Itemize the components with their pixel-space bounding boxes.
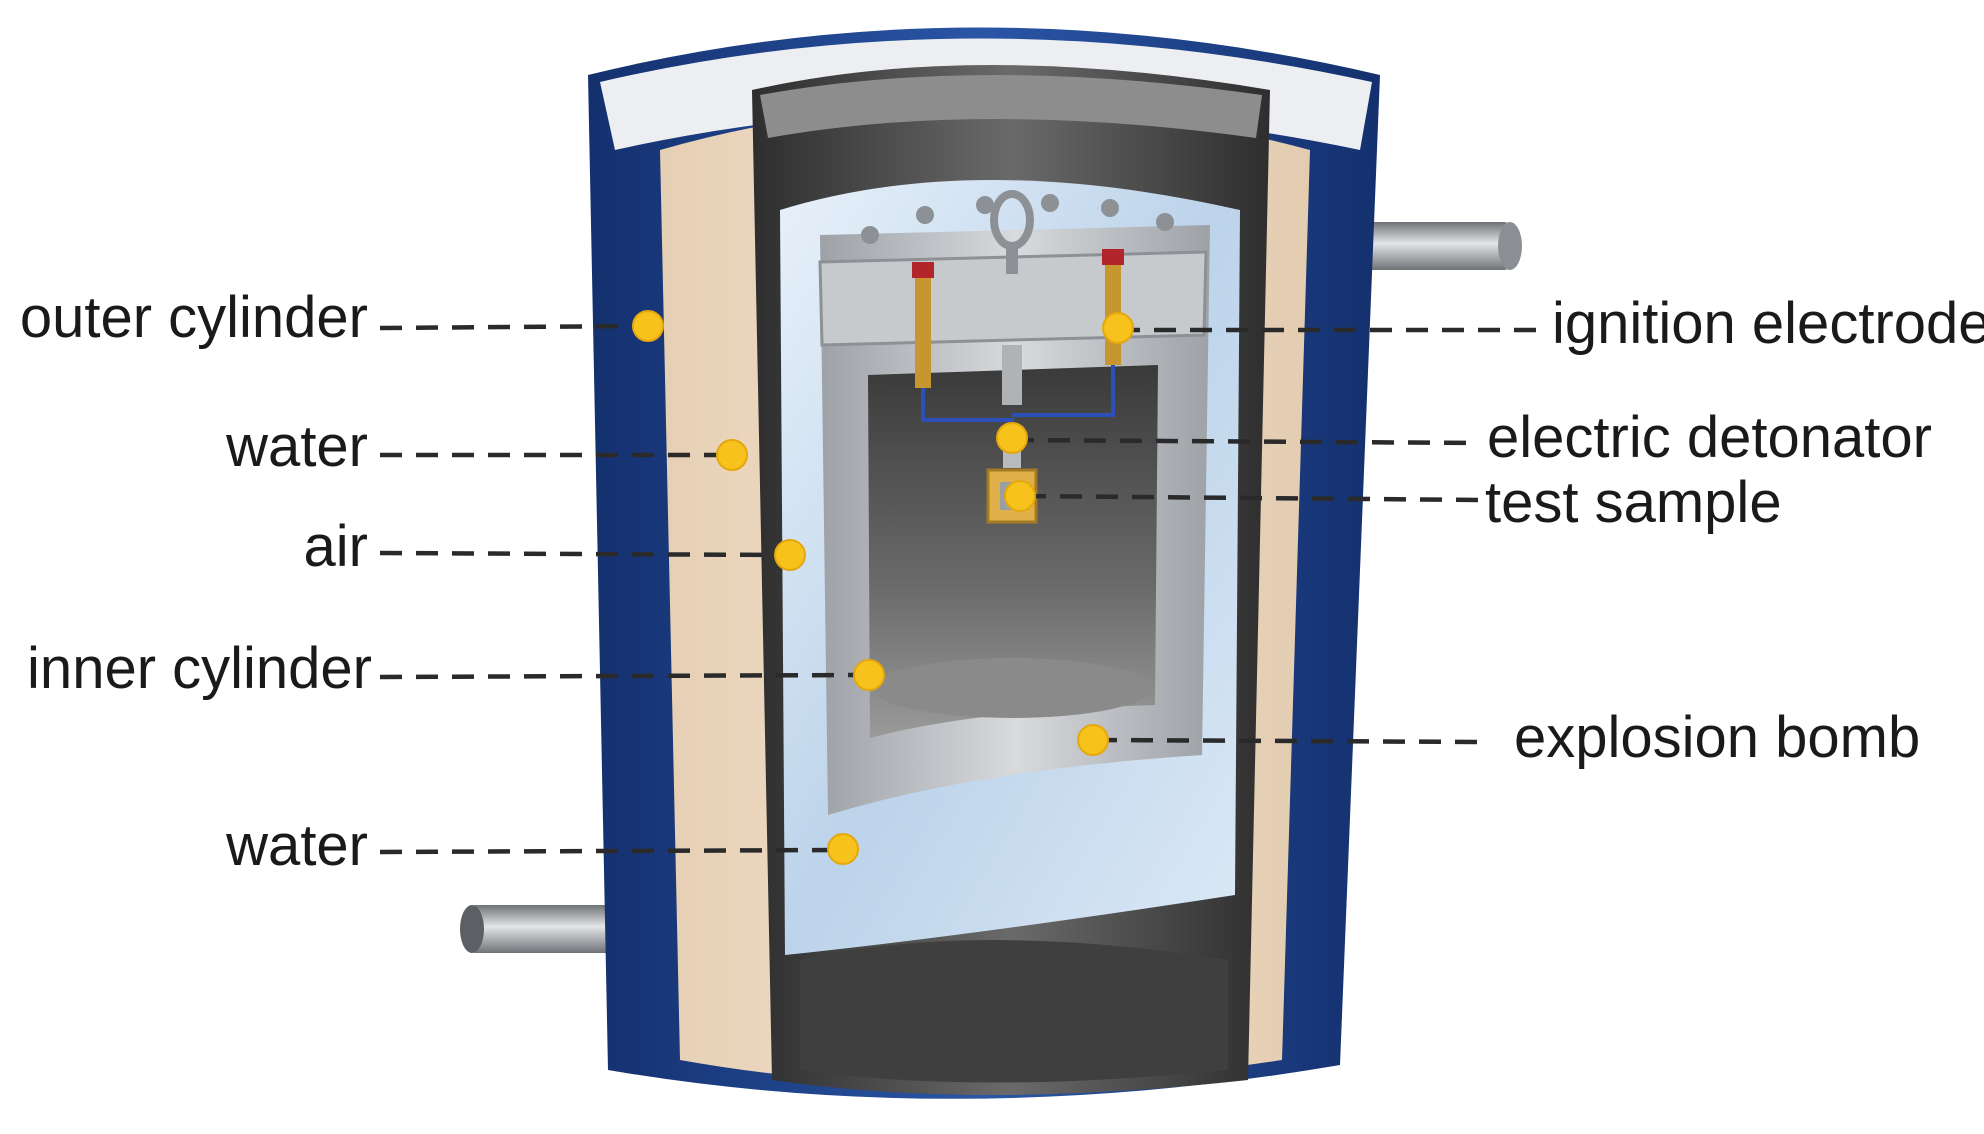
inlet-pipe — [470, 905, 640, 953]
label-outer-cylinder: outer cylinder — [20, 285, 368, 350]
leader-air — [379, 550, 781, 558]
marker-electric-detonator — [996, 422, 1028, 454]
leader-inner-cylinder — [379, 672, 861, 680]
leader-outer-cylinder — [379, 323, 641, 331]
marker-ignition-electrode — [1102, 312, 1134, 344]
marker-outer-cylinder — [632, 310, 664, 342]
marker-test-sample — [1004, 480, 1036, 512]
markers — [632, 310, 1134, 865]
label-test-sample: test sample — [1485, 470, 1782, 535]
leader-electric-detonator — [1011, 437, 1481, 446]
inner-cylinder-bottom — [800, 940, 1228, 1083]
label-electric-detonator: electric detonator — [1487, 405, 1932, 470]
marker-water-upper — [716, 439, 748, 471]
label-water-lower: water — [225, 813, 368, 878]
marker-air — [774, 539, 806, 571]
label-water-upper: water — [225, 414, 368, 479]
calorimeter-vessel — [460, 27, 1522, 1099]
marker-inner-cylinder — [853, 659, 885, 691]
labels: outer cylinder water air inner cylinder … — [20, 285, 1984, 878]
label-explosion-bomb: explosion bomb — [1514, 705, 1920, 770]
inlet-pipe-end — [460, 905, 484, 953]
leader-lines — [379, 323, 1540, 855]
label-air: air — [304, 514, 368, 579]
marker-water-lower — [827, 833, 859, 865]
outlet-pipe — [1340, 222, 1510, 270]
leader-test-sample — [1023, 493, 1479, 503]
lifting-eye — [990, 190, 1034, 405]
label-inner-cylinder: inner cylinder — [27, 636, 372, 701]
inner-cylinder-rim — [760, 75, 1262, 138]
marker-explosion-bomb — [1077, 724, 1109, 756]
lid-bolts — [861, 194, 1174, 244]
leader-explosion-bomb — [1094, 737, 1481, 745]
bomb-cavity-floor — [872, 658, 1152, 718]
bomb-cavity — [868, 365, 1158, 738]
outlet-pipe-end — [1498, 222, 1522, 270]
label-ignition-electrode: ignition electrode — [1552, 291, 1984, 356]
leader-water-lower — [379, 847, 836, 855]
